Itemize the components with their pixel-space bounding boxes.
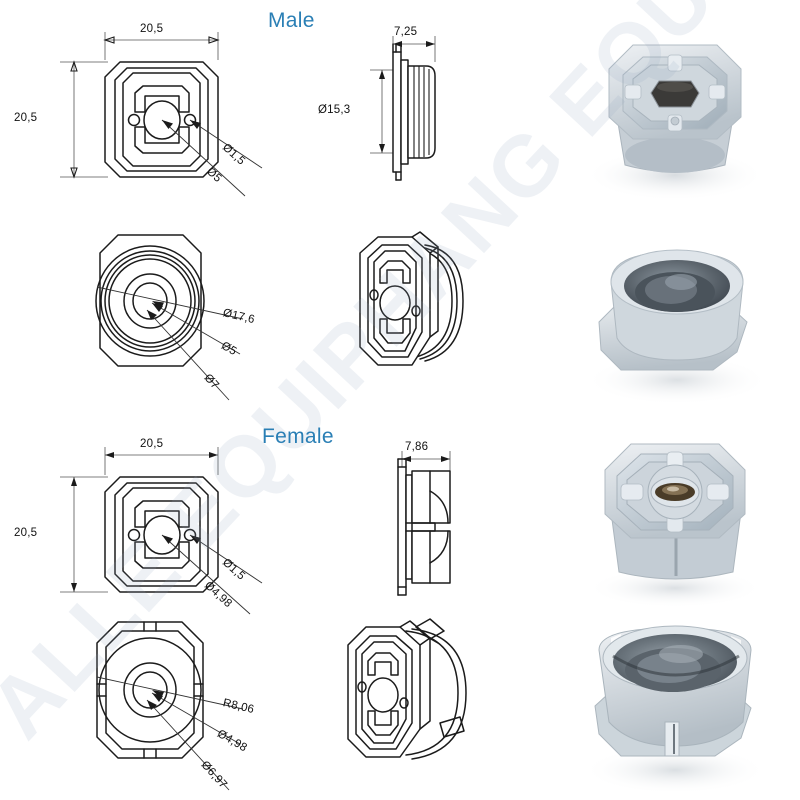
female-rear-photo <box>555 610 795 800</box>
male-side-view: 7,25 Ø15,3 <box>318 0 560 210</box>
leaders <box>161 119 263 197</box>
male-rear-photo <box>555 230 795 410</box>
dim-male-front-width: 20,5 <box>140 23 164 35</box>
dim-width-20-5 <box>104 447 219 475</box>
female-isometric-view <box>320 605 530 800</box>
male-rear-view: Ø17,6 Ø5 Ø7 <box>0 215 290 410</box>
female-rear-view: R8,06 Ø4,98 Ø6,97 <box>0 605 290 800</box>
dim-female-front-width: 20,5 <box>140 438 164 450</box>
dim-width-20-5 <box>103 32 220 60</box>
female-front-view: 20,5 20,5 Ø1,5 Ø4,98 <box>0 415 270 625</box>
female-side-view: 7,86 <box>340 415 570 625</box>
dim-female-front-height: 20,5 <box>14 527 38 539</box>
male-front-photo <box>555 25 795 215</box>
dim-male-side-body-dia: Ø15,3 <box>318 104 351 116</box>
male-isometric-view <box>330 215 530 410</box>
title-male: Male <box>268 9 315 32</box>
dim-male-side-depth: 7,25 <box>394 26 418 38</box>
dim-female-side-depth: 7,86 <box>405 441 429 453</box>
dim-male-front-height: 20,5 <box>14 112 38 124</box>
male-front-view: 20,5 20,5 Ø1,5 Ø5 <box>0 0 270 210</box>
leaders <box>96 286 244 401</box>
leaders <box>161 534 263 615</box>
female-front-photo <box>555 430 795 610</box>
dim-body-dia-15-3 <box>370 69 396 154</box>
dim-height-20-5 <box>60 476 108 593</box>
title-female: Female <box>262 425 334 448</box>
dim-height-20-5 <box>60 60 108 179</box>
leaders <box>96 676 244 791</box>
